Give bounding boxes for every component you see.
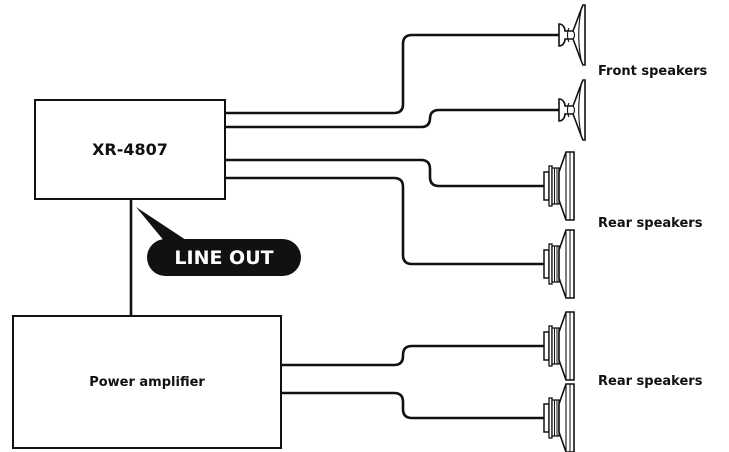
rear-speakers-amp-label: Rear speakers — [598, 374, 703, 389]
wire-rear-1 — [226, 158, 545, 188]
wire-front-2 — [226, 108, 560, 129]
main-unit-box: XR-4807 — [34, 99, 226, 200]
wire-rear-2 — [226, 176, 545, 266]
rear-speaker-1-icon — [543, 151, 575, 221]
rear-speaker-3-icon — [543, 311, 575, 381]
wire-front-1 — [226, 33, 560, 115]
power-amplifier-label: Power amplifier — [89, 374, 205, 390]
rear-speaker-4-icon — [543, 383, 575, 452]
line-out-label: LINE OUT — [174, 246, 274, 269]
rear-speaker-2-icon — [543, 229, 575, 299]
front-speakers-label: Front speakers — [598, 64, 708, 79]
line-out-badge: LINE OUT — [147, 239, 301, 276]
front-speaker-1-icon — [558, 4, 586, 66]
line-out-pointer — [136, 207, 192, 248]
rear-speakers-label: Rear speakers — [598, 216, 703, 231]
power-amplifier-box: Power amplifier — [12, 315, 282, 449]
wire-amp-rear-2 — [282, 391, 545, 420]
wire-amp-rear-1 — [282, 344, 545, 367]
main-unit-label: XR-4807 — [92, 140, 168, 159]
front-speaker-2-icon — [558, 79, 586, 141]
